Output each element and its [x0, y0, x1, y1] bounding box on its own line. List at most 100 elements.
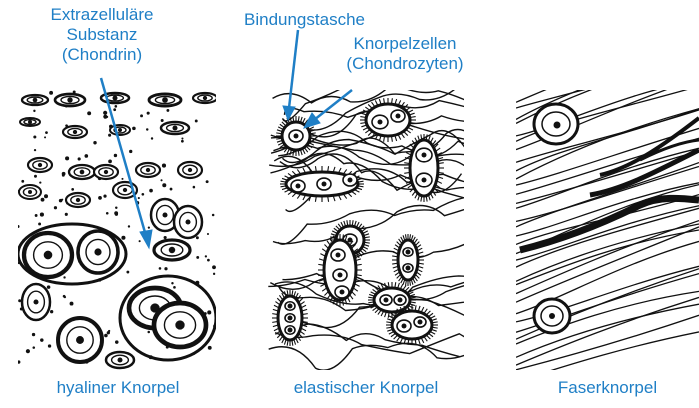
matrix-dot	[33, 135, 36, 138]
label-knorpelzellen-line1: Knorpelzellen	[330, 34, 480, 54]
matrix-dot	[139, 240, 141, 242]
matrix-dot	[108, 330, 110, 332]
cell-nucleus	[338, 273, 343, 278]
matrix-dot	[106, 212, 109, 215]
cell-nucleus	[396, 114, 401, 119]
matrix-dot	[78, 157, 81, 160]
collagen-fiber	[516, 332, 699, 382]
label-knorpelzellen: Knorpelzellen (Chondrozyten)	[330, 34, 480, 74]
cell-nucleus	[348, 178, 353, 183]
matrix-dot	[34, 149, 36, 151]
matrix-dot	[70, 302, 74, 306]
cell-nucleus	[123, 188, 127, 192]
matrix-dot	[140, 114, 143, 117]
matrix-dot	[114, 154, 117, 157]
matrix-dot	[196, 256, 199, 259]
matrix-dot	[40, 213, 44, 217]
matrix-dot	[108, 134, 111, 137]
cell-nucleus	[172, 125, 177, 130]
matrix-dot	[128, 225, 130, 227]
matrix-dot	[132, 127, 136, 131]
cell-nucleus	[94, 248, 101, 255]
label-extrazellulaer-line3: (Chondrin)	[22, 45, 182, 65]
matrix-dot	[162, 164, 166, 168]
matrix-dot	[160, 179, 162, 181]
matrix-dot	[35, 214, 38, 217]
elastic-fiber	[287, 324, 460, 357]
matrix-dot	[32, 333, 35, 336]
elastic-fiber	[278, 196, 478, 244]
matrix-dot	[212, 214, 215, 217]
matrix-dot	[34, 175, 37, 178]
fibro-chondrocyte-top	[534, 104, 578, 144]
cell-nucleus	[185, 219, 190, 224]
chondrocyte-group	[386, 305, 438, 345]
chondrocyte-group	[404, 134, 444, 202]
cell-nucleus	[118, 128, 122, 132]
matrix-dot	[138, 197, 140, 199]
matrix-dot	[208, 346, 212, 350]
chondrocyte-group	[272, 290, 308, 346]
matrix-dot	[173, 286, 176, 289]
matrix-dot	[18, 299, 21, 302]
matrix-dot	[146, 128, 148, 130]
cell-nucleus	[188, 168, 192, 172]
matrix-dot	[213, 273, 215, 275]
cell-nucleus	[378, 120, 383, 125]
matrix-dot	[166, 109, 169, 112]
matrix-dot	[63, 276, 65, 278]
matrix-dot	[47, 285, 51, 289]
matrix-dot	[104, 334, 108, 338]
matrix-dot	[129, 150, 132, 153]
matrix-dot	[61, 199, 63, 201]
matrix-dot	[149, 189, 153, 193]
matrix-dot	[103, 195, 106, 198]
matrix-dot	[207, 310, 211, 314]
matrix-dot	[164, 267, 167, 270]
matrix-dot	[45, 131, 48, 134]
cell-nucleus	[406, 266, 411, 271]
cell-nucleus	[73, 130, 77, 134]
matrix-dot	[21, 180, 24, 183]
matrix-dot	[85, 154, 89, 158]
matrix-dot	[193, 186, 196, 189]
matrix-dot	[115, 213, 118, 216]
matrix-dot	[44, 194, 48, 198]
matrix-dot	[162, 183, 166, 187]
matrix-dot	[205, 255, 207, 257]
cell-nucleus	[294, 134, 299, 139]
elastic-fiber	[282, 233, 482, 280]
cell-nucleus	[418, 320, 423, 325]
cell-nucleus	[117, 357, 122, 362]
cell-nucleus	[406, 250, 411, 255]
matrix-dot	[108, 160, 112, 164]
matrix-dot	[50, 310, 53, 313]
matrix-dot	[17, 360, 20, 363]
matrix-dot	[164, 236, 167, 239]
label-knorpelzellen-line2: (Chondrozyten)	[330, 54, 480, 74]
matrix-dot	[207, 259, 210, 262]
cell-nucleus	[384, 298, 389, 303]
matrix-dot	[103, 111, 107, 115]
cell-nucleus	[402, 324, 407, 329]
matrix-dot	[115, 105, 118, 108]
matrix-dot	[181, 140, 184, 143]
chondrocyte-group	[280, 166, 364, 202]
cell-nucleus	[104, 170, 108, 174]
elastic-fiber	[275, 333, 504, 354]
matrix-dot	[159, 267, 162, 270]
fibro-chondrocyte-bottom	[534, 299, 570, 333]
matrix-dot	[207, 233, 209, 235]
panel-fibrocartilage	[516, 40, 699, 382]
matrix-dot	[195, 119, 198, 122]
matrix-dot	[115, 340, 118, 343]
label-bindungstasche: Bindungstasche	[244, 10, 365, 30]
matrix-dot	[103, 115, 107, 119]
panel-elastic-cartilage	[268, 69, 504, 371]
matrix-dot	[147, 112, 150, 115]
matrix-dot	[49, 91, 53, 95]
cell-nucleus	[112, 95, 117, 100]
matrix-dot	[206, 180, 209, 183]
cell-nucleus	[33, 98, 38, 103]
cell-nucleus	[28, 120, 32, 124]
